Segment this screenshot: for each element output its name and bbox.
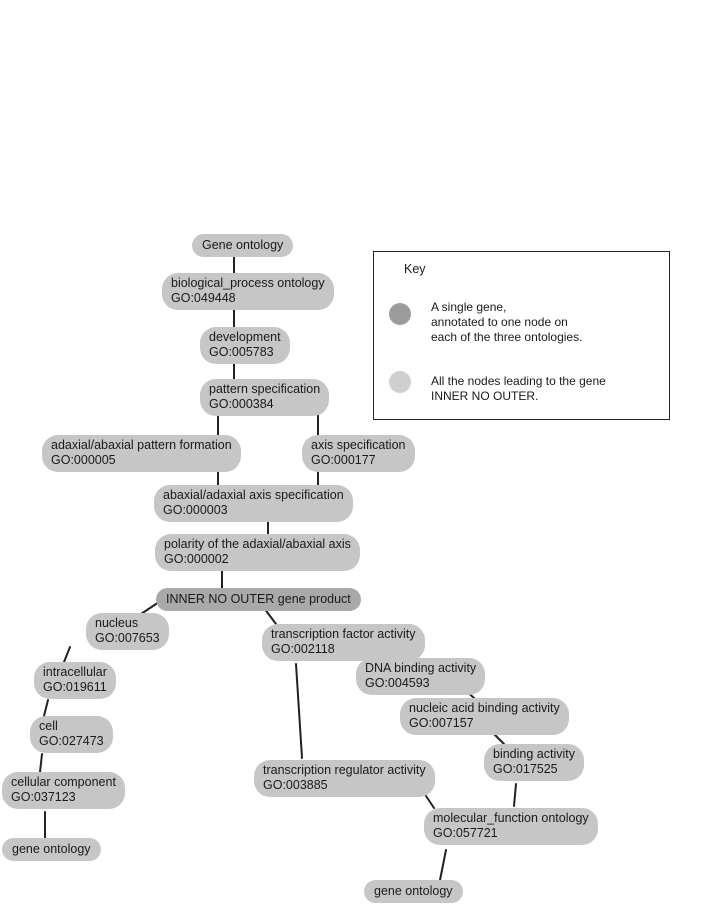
node-term: abaxial/adaxial axis specification bbox=[163, 488, 344, 502]
node-go-id: GO:017525 bbox=[493, 762, 558, 776]
node-term: cellular component bbox=[11, 775, 116, 789]
edge-binding-molecular bbox=[513, 783, 517, 807]
node-go-id: GO:000005 bbox=[51, 453, 116, 467]
node-cellular-component: cellular component GO:037123 bbox=[2, 772, 125, 809]
edge-transcription-regulator bbox=[295, 663, 303, 759]
node-term: gene ontology bbox=[12, 842, 91, 856]
node-term: Gene ontology bbox=[202, 238, 284, 252]
node-adaxial-pattern-formation: adaxial/abaxial pattern formation GO:000… bbox=[42, 435, 241, 472]
node-gene-ontology-mf: gene ontology bbox=[364, 880, 463, 903]
node-go-id: GO:000003 bbox=[163, 503, 228, 517]
node-term: nucleic acid binding activity bbox=[409, 701, 560, 715]
node-go-id: GO:057721 bbox=[433, 826, 498, 840]
node-molecular-function: molecular_function ontology GO:057721 bbox=[424, 808, 598, 845]
node-term: DNA binding activity bbox=[365, 661, 477, 675]
node-term: intracellular bbox=[43, 665, 107, 679]
node-go-id: GO:000177 bbox=[311, 453, 376, 467]
legend-desc-line: A single gene, bbox=[431, 300, 507, 314]
node-gene-ontology-root: Gene ontology bbox=[192, 234, 294, 257]
node-go-id: GO:049448 bbox=[171, 291, 236, 305]
node-term: polarity of the adaxial/abaxial axis bbox=[164, 537, 351, 551]
node-term: cell bbox=[39, 719, 58, 733]
node-transcription-regulator: transcription regulator activity GO:0038… bbox=[254, 760, 435, 797]
node-abaxial-axis-specification: abaxial/adaxial axis specification GO:00… bbox=[154, 485, 353, 522]
legend-desc-path-nodes: All the nodes leading to the gene INNER … bbox=[431, 374, 606, 404]
node-biological-process: biological_process ontology GO:049448 bbox=[162, 273, 334, 310]
node-polarity-axis: polarity of the adaxial/abaxial axis GO:… bbox=[155, 534, 360, 571]
node-term: biological_process ontology bbox=[171, 276, 325, 290]
node-term: development bbox=[209, 330, 281, 344]
node-term: transcription regulator activity bbox=[263, 763, 426, 777]
node-term: INNER NO OUTER gene product bbox=[166, 592, 351, 606]
node-go-id: GO:003885 bbox=[263, 778, 328, 792]
node-go-id: GO:007653 bbox=[95, 631, 160, 645]
legend-swatch-single-gene bbox=[389, 303, 411, 325]
node-axis-specification: axis specification GO:000177 bbox=[302, 435, 415, 472]
node-dna-binding: DNA binding activity GO:004593 bbox=[356, 658, 486, 695]
node-go-id: GO:019611 bbox=[43, 680, 107, 694]
node-go-id: GO:037123 bbox=[11, 790, 76, 804]
node-term: transcription factor activity bbox=[271, 627, 416, 641]
legend-desc-line: annotated to one node on bbox=[431, 315, 568, 329]
node-term: nucleus bbox=[95, 616, 139, 630]
node-term: adaxial/abaxial pattern formation bbox=[51, 438, 232, 452]
node-nucleus: nucleus GO:007653 bbox=[86, 613, 169, 650]
node-cell: cell GO:027473 bbox=[30, 716, 113, 753]
node-pattern-specification: pattern specification GO:000384 bbox=[200, 379, 330, 416]
legend-desc-single-gene: A single gene, annotated to one node on … bbox=[431, 300, 582, 345]
node-go-id: GO:002118 bbox=[271, 642, 335, 656]
node-go-id: GO:007157 bbox=[409, 716, 474, 730]
node-go-id: GO:000002 bbox=[164, 552, 229, 566]
node-go-id: GO:005783 bbox=[209, 345, 274, 359]
edge-intracellular-cell bbox=[43, 699, 49, 717]
legend-title: Key bbox=[404, 262, 426, 276]
node-term: binding activity bbox=[493, 747, 575, 761]
node-binding-activity: binding activity GO:017525 bbox=[484, 744, 584, 781]
node-inner-no-outer: INNER NO OUTER gene product bbox=[156, 588, 361, 611]
edge-cell-cellular bbox=[39, 753, 43, 773]
node-term: pattern specification bbox=[209, 382, 321, 396]
legend-desc-line: All the nodes leading to the gene bbox=[431, 374, 606, 388]
edge-molecular-geneontology bbox=[439, 849, 447, 881]
node-term: axis specification bbox=[311, 438, 406, 452]
node-gene-ontology-cc: gene ontology bbox=[2, 838, 101, 861]
node-development: development GO:005783 bbox=[200, 327, 290, 364]
edge-nucleus-intracellular bbox=[63, 646, 71, 663]
node-intracellular: intracellular GO:019611 bbox=[34, 662, 116, 699]
legend-swatch-path-nodes bbox=[389, 371, 411, 393]
node-term: molecular_function ontology bbox=[433, 811, 589, 825]
legend-key: Key A single gene, annotated to one node… bbox=[373, 251, 670, 420]
node-go-id: GO:004593 bbox=[365, 676, 430, 690]
node-term: gene ontology bbox=[374, 884, 453, 898]
node-go-id: GO:000384 bbox=[209, 397, 274, 411]
node-transcription-factor: transcription factor activity GO:002118 bbox=[262, 624, 425, 661]
legend-desc-line: INNER NO OUTER. bbox=[431, 389, 539, 403]
legend-desc-line: each of the three ontologies. bbox=[431, 330, 583, 344]
node-go-id: GO:027473 bbox=[39, 734, 104, 748]
node-nucleic-acid-binding: nucleic acid binding activity GO:007157 bbox=[400, 698, 569, 735]
